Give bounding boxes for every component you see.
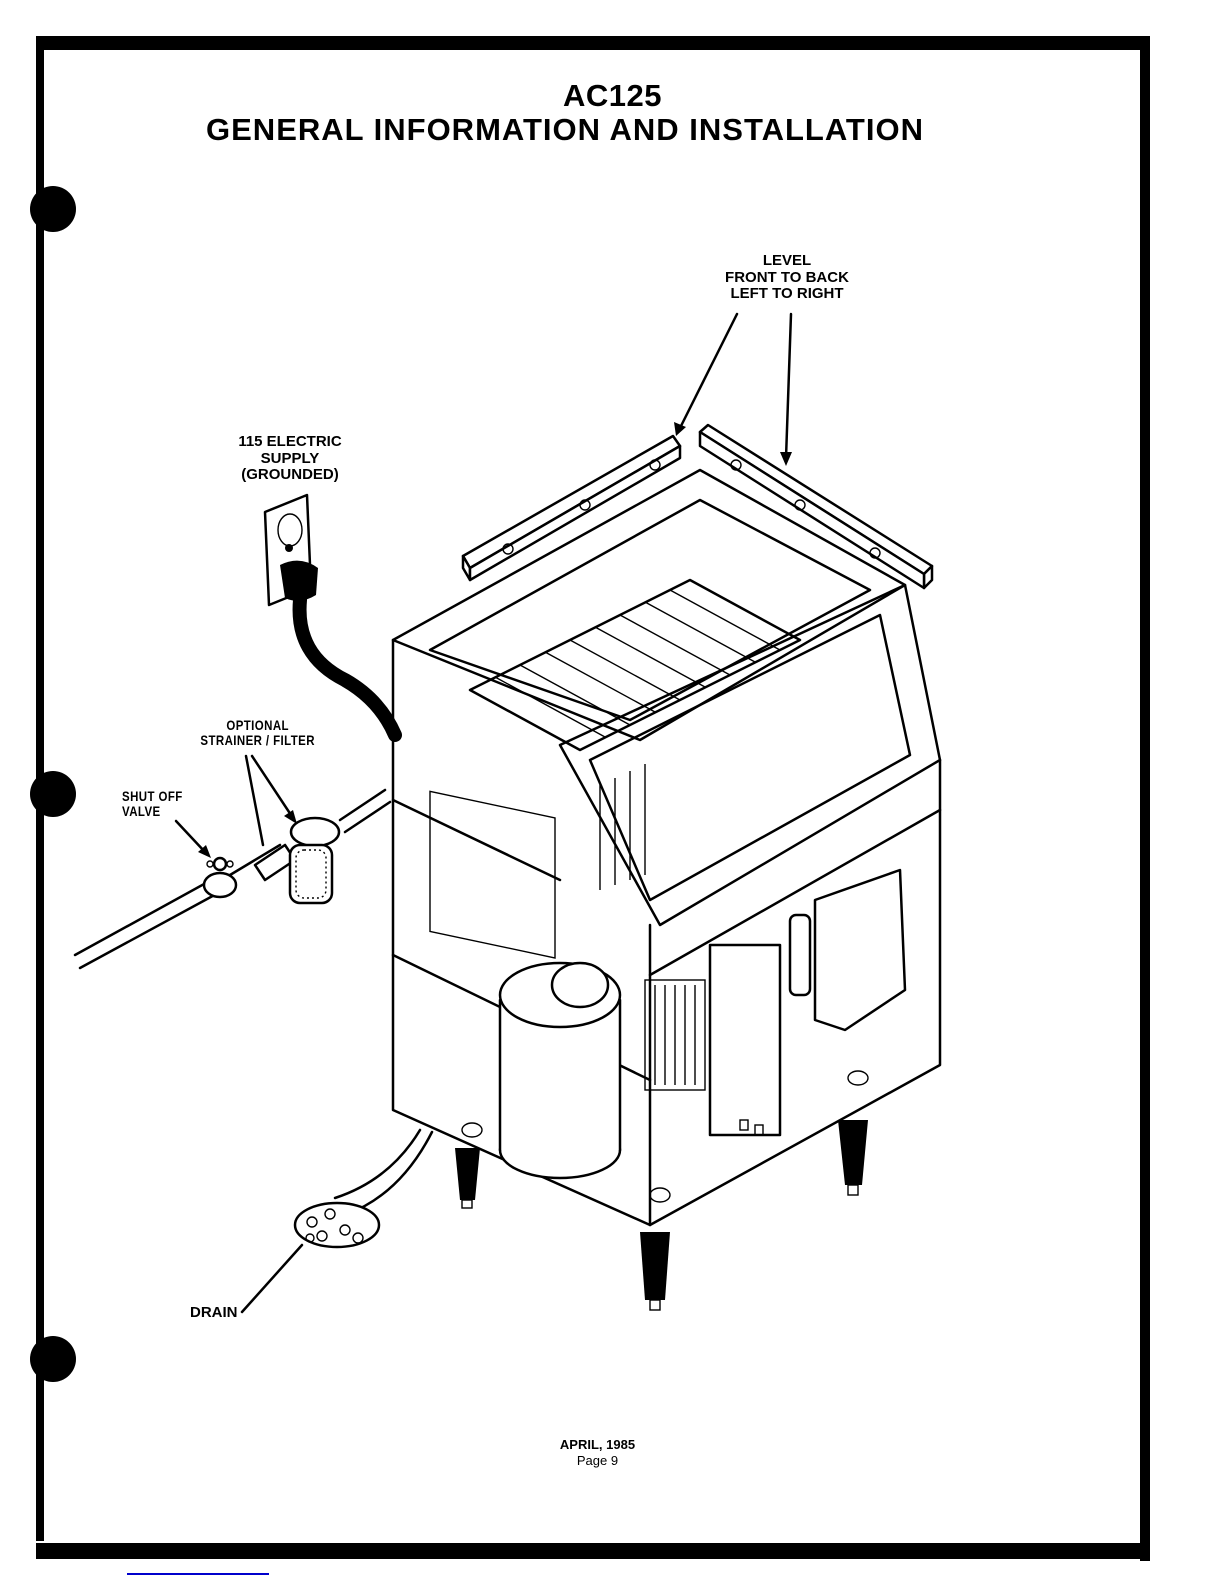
level-callout-line-3: LEFT TO RIGHT — [712, 286, 862, 303]
electric-supply-callout: 115 ELECTRIC SUPPLY (GROUNDED) — [220, 434, 360, 484]
leg-right — [838, 1120, 868, 1185]
electric-callout-line-3: (GROUNDED) — [220, 467, 360, 484]
control-box — [710, 945, 780, 1135]
drain-leader — [242, 1245, 302, 1312]
electric-callout-line-1: 115 ELECTRIC — [220, 434, 360, 451]
power-cord — [280, 561, 395, 735]
page-number: Page 9 — [0, 1453, 1195, 1468]
compressor — [500, 963, 620, 1178]
floor-drain — [295, 1130, 432, 1247]
valve-handle-icon — [214, 858, 226, 870]
spirit-level-right — [700, 425, 932, 588]
arrowhead-icon — [284, 810, 297, 824]
strainer-filter-callout: OPTIONAL STRAINER / FILTER — [190, 718, 325, 749]
strainer-filter — [255, 818, 339, 903]
level-right-leader — [786, 314, 791, 458]
drain-callout: DRAIN — [190, 1305, 238, 1322]
strainer-leader-2 — [252, 756, 293, 818]
water-reservoir — [815, 870, 905, 1030]
arrowhead-icon — [674, 422, 686, 436]
level-callout-line-1: LEVEL — [712, 253, 862, 270]
strainer-callout-line-1: OPTIONAL — [190, 718, 325, 733]
shut-off-valve — [204, 858, 236, 897]
leg-front — [640, 1232, 670, 1300]
strainer-callout-line-2: STRAINER / FILTER — [190, 733, 325, 748]
leg-front-left — [455, 1148, 480, 1200]
electric-callout-line-2: SUPPLY — [220, 451, 360, 468]
arrowhead-icon — [780, 452, 792, 466]
spirit-level-left — [463, 436, 680, 580]
water-pump — [790, 915, 810, 995]
valve-leader — [176, 821, 205, 852]
ice-machine-cabinet — [393, 470, 940, 1225]
footer-date: APRIL, 1985 — [0, 1437, 1195, 1452]
level-callout: LEVEL FRONT TO BACK LEFT TO RIGHT — [712, 253, 862, 303]
valve-callout-line-2: VALVE — [122, 804, 183, 819]
valve-callout-line-1: SHUT OFF — [122, 789, 183, 804]
level-callout-line-2: FRONT TO BACK — [712, 270, 862, 287]
viewer-link-underline — [127, 1573, 269, 1575]
level-left-leader — [680, 314, 737, 428]
shut-off-valve-callout: SHUT OFF VALVE — [122, 789, 183, 820]
